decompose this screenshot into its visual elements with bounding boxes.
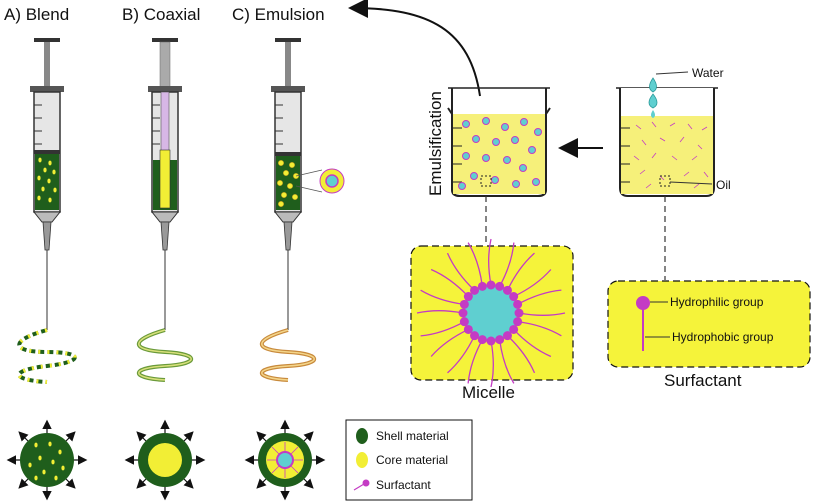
micelle-head	[502, 331, 512, 341]
micelle-head	[502, 285, 512, 295]
micelle-head	[458, 308, 468, 318]
panel-title-coaxial: B) Coaxial	[122, 5, 200, 24]
panel-title-blend: A) Blend	[4, 5, 69, 24]
micelle-head	[509, 324, 519, 334]
legend-swatch-surfactant	[362, 479, 370, 487]
micelle-head	[495, 281, 505, 291]
surfactant-inset	[607, 280, 811, 368]
hydrophobic-label: Hydrophobic group	[672, 330, 774, 344]
legend: Shell material Core material Surfactant	[345, 419, 473, 501]
micelle-head	[470, 331, 480, 341]
arrow-to-emulsion	[348, 0, 481, 97]
hydrophilic-head	[636, 296, 650, 310]
legend-swatch-shell	[356, 428, 368, 444]
micelle-head	[477, 335, 487, 345]
micelle-head	[486, 336, 496, 346]
cross-section-blend	[6, 419, 88, 501]
water-label: Water	[692, 66, 724, 80]
syringe-blend	[17, 38, 77, 384]
legend-label-shell: Shell material	[376, 429, 449, 443]
beaker-oil	[616, 71, 718, 280]
emulsification-label: Emulsification	[426, 91, 445, 196]
surfactant-label: Surfactant	[664, 371, 742, 390]
micelle-head	[459, 317, 469, 327]
cross-section-coaxial	[124, 419, 206, 501]
micelle-head	[495, 335, 505, 345]
micelle-head	[459, 299, 469, 309]
legend-label-surfactant: Surfactant	[376, 478, 431, 492]
legend-label-core: Core material	[376, 453, 448, 467]
cross-section-emulsion	[244, 419, 326, 501]
micelle-head	[513, 317, 523, 327]
syringe-emulsion	[259, 38, 345, 382]
micelle-head	[470, 285, 480, 295]
micelle-head	[463, 292, 473, 302]
micelle-head	[486, 280, 496, 290]
micelle-label: Micelle	[462, 383, 515, 402]
micelle-head	[514, 308, 524, 318]
micelle-head	[477, 281, 487, 291]
micelle-head	[463, 324, 473, 334]
micelle-head	[509, 292, 519, 302]
micelle-inset	[410, 238, 574, 388]
syringe-coaxial	[136, 38, 193, 382]
panel-title-emulsion: C) Emulsion	[232, 5, 325, 24]
legend-swatch-core	[356, 452, 368, 468]
oil-label: Oil	[716, 178, 731, 192]
beaker-emulsification	[447, 87, 551, 246]
hydrophilic-label: Hydrophilic group	[670, 295, 764, 309]
micelle-head	[513, 299, 523, 309]
